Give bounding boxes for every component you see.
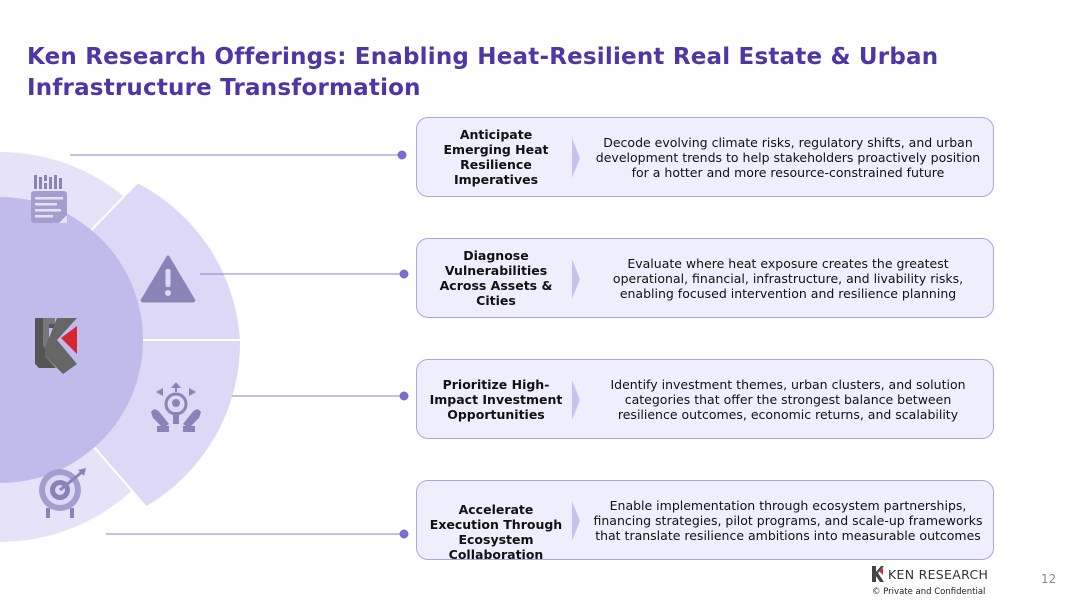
offering-title: Diagnose Vulnerabilities Across Assets &… (439, 248, 553, 308)
chevron-right-icon (572, 380, 580, 420)
offering-description: Evaluate where heat exposure creates the… (612, 255, 964, 301)
chevron-right-icon (572, 138, 580, 178)
offering-description: Decode evolving climate risks, regulator… (595, 134, 981, 180)
footer-logo-text: KEN RESEARCH (888, 566, 989, 582)
ken-logo-icon (35, 318, 77, 374)
footer-confidential: © Private and Confidential (872, 587, 986, 597)
connector-dots (397, 150, 409, 539)
offering-card-1: Anticipate Emerging Heat Resilience Impe… (416, 117, 994, 197)
footer-logo: KEN RESEARCH (872, 565, 988, 583)
offering-card-4: Accelerate Execution Through Ecosystem C… (416, 480, 994, 562)
investment-icon (151, 382, 201, 432)
offering-description: Enable implementation through ecosystem … (593, 497, 983, 543)
offering-card-3: Prioritize High-Impact Investment Opport… (416, 359, 994, 439)
page-title: Ken Research Offerings: Enabling Heat-Re… (27, 44, 939, 101)
offering-title: Prioritize High-Impact Investment Opport… (429, 376, 563, 422)
offering-description: Identify investment themes, urban cluste… (610, 376, 966, 422)
offering-title: Anticipate Emerging Heat Resilience Impe… (443, 127, 549, 187)
offering-title: Accelerate Execution Through Ecosystem C… (429, 502, 563, 562)
document-icon (31, 175, 67, 223)
warning-icon (140, 255, 196, 303)
chevron-right-icon (572, 501, 580, 541)
ken-research-logo-icon (872, 566, 884, 582)
offerings-wheel (0, 150, 409, 542)
connector-lines (70, 154, 404, 535)
offering-card-2: Diagnose Vulnerabilities Across Assets &… (416, 238, 994, 318)
page-number: 12 (1041, 572, 1057, 586)
chevron-right-icon (572, 259, 580, 299)
target-icon (39, 468, 86, 518)
